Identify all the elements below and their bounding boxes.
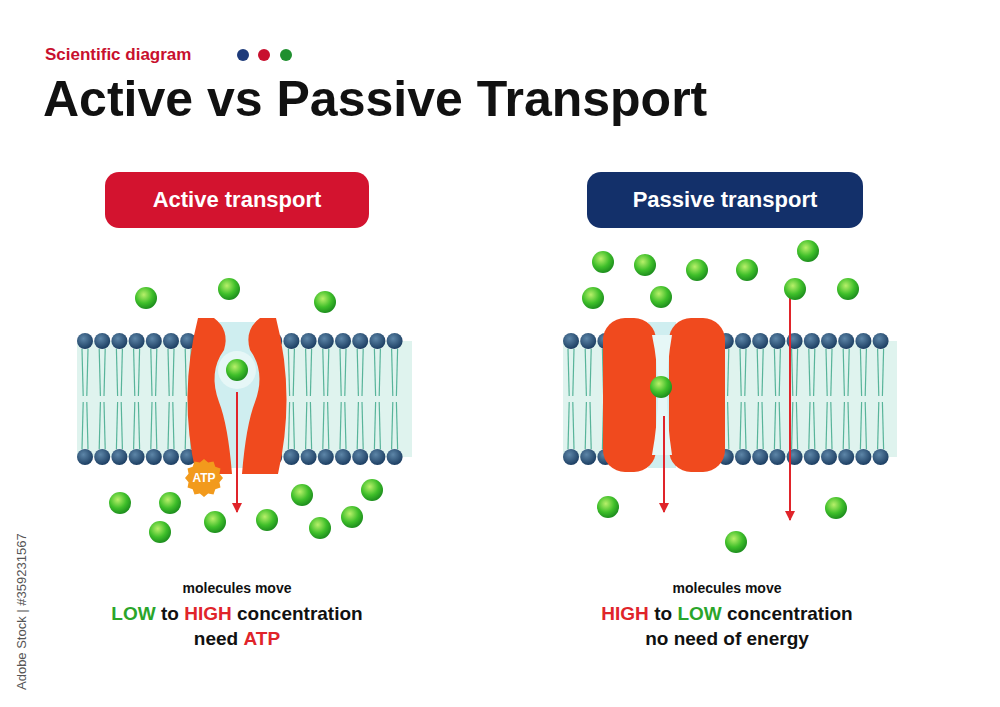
molecule xyxy=(650,286,672,308)
channel-protein xyxy=(603,318,725,512)
molecule xyxy=(135,287,157,309)
caption-line: molecules move xyxy=(673,580,782,596)
molecule xyxy=(650,376,672,398)
molecule xyxy=(725,531,747,553)
molecule xyxy=(291,484,313,506)
heading-pill: Passive transport xyxy=(587,172,863,228)
molecule xyxy=(361,479,383,501)
molecule xyxy=(109,492,131,514)
molecule xyxy=(309,517,331,539)
molecule xyxy=(218,278,240,300)
molecule xyxy=(837,278,859,300)
caption-word: need xyxy=(194,628,238,650)
caption-word: molecules move xyxy=(183,580,292,596)
molecule xyxy=(582,287,604,309)
atp-badge: ATP xyxy=(185,459,223,497)
header-dot xyxy=(280,49,292,61)
caption-word: HIGH xyxy=(601,603,649,625)
caption-line: molecules move xyxy=(183,580,292,596)
molecule xyxy=(204,511,226,533)
molecule xyxy=(159,492,181,514)
caption-word: no need of energy xyxy=(645,628,809,650)
molecule xyxy=(256,509,278,531)
caption-line: HIGHtoLOW concentration xyxy=(601,603,852,625)
caption-line: LOW toHIGHconcentration xyxy=(111,603,362,625)
node-text: ATP xyxy=(192,471,215,485)
molecule xyxy=(686,259,708,281)
molecule xyxy=(797,240,819,262)
pump-protein xyxy=(187,318,286,512)
molecule xyxy=(341,506,363,528)
caption-line: no need of energy xyxy=(645,628,809,650)
caption-word: concentration xyxy=(727,603,853,625)
subtitle: Scientific diagram xyxy=(45,45,191,65)
caption-word: molecules move xyxy=(673,580,782,596)
molecule xyxy=(634,254,656,276)
caption-word: ATP xyxy=(244,628,281,650)
molecule xyxy=(784,278,806,300)
molecule xyxy=(149,521,171,543)
diffusion-arrow xyxy=(789,290,791,520)
molecule xyxy=(597,496,619,518)
molecule xyxy=(736,259,758,281)
heading-pill: Active transport xyxy=(105,172,369,228)
node-text: Active transport xyxy=(153,187,322,213)
title: Active vs Passive Transport xyxy=(43,70,707,128)
molecule xyxy=(592,251,614,273)
watermark: Adobe Stock | #359231567 xyxy=(14,533,29,690)
header-dot xyxy=(237,49,249,61)
caption-word: HIGH xyxy=(184,603,232,625)
node-text: Passive transport xyxy=(633,187,818,213)
molecule xyxy=(226,359,248,381)
caption-word: LOW xyxy=(677,603,721,625)
caption-line: need ATP xyxy=(194,628,280,650)
caption-word: concentration xyxy=(237,603,363,625)
molecule xyxy=(314,291,336,313)
header-dot xyxy=(258,49,270,61)
caption-word: LOW xyxy=(111,603,155,625)
caption-word: to xyxy=(654,603,672,625)
caption-word: to xyxy=(161,603,179,625)
molecule xyxy=(825,497,847,519)
